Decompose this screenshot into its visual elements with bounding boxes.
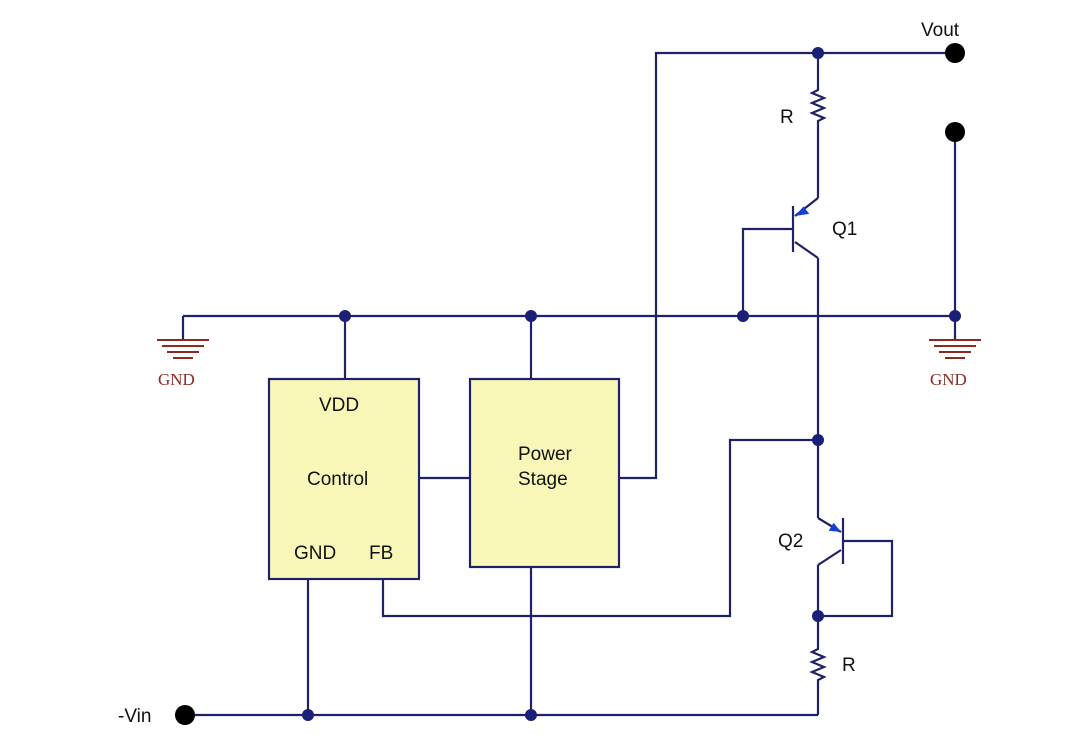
- power-stage-line1-label: Power: [518, 444, 573, 465]
- vin-terminal: [175, 705, 195, 725]
- q1-base-loop-wire: [741, 227, 793, 316]
- ground-right-icon: [929, 339, 981, 359]
- junction-dot: [302, 709, 314, 721]
- q2-label: Q2: [778, 531, 803, 552]
- gnd-left-label: GND: [158, 370, 195, 389]
- transistor-q1-icon: [791, 197, 819, 259]
- power-output-wire: [619, 51, 955, 480]
- control-block: [267, 377, 421, 581]
- transistor-q2-icon: [817, 517, 845, 566]
- q1-label: Q1: [832, 219, 857, 240]
- control-gnd-label: GND: [294, 543, 336, 564]
- junctions: [302, 47, 961, 721]
- resistor-top-icon: [809, 82, 827, 128]
- junction-dot: [525, 709, 537, 721]
- fb-feedback-wire: [381, 438, 818, 618]
- control-name-label: Control: [307, 469, 368, 490]
- vout-terminal: [945, 43, 965, 63]
- junction-dot: [737, 310, 749, 322]
- power-stage-line2-label: Stage: [518, 469, 568, 490]
- junction-dot: [812, 610, 824, 622]
- junction-dot: [812, 47, 824, 59]
- resistor-bottom-icon: [809, 641, 827, 688]
- junction-dot: [812, 434, 824, 446]
- gnd-right-label: GND: [930, 370, 967, 389]
- power-stage-block: [468, 377, 621, 569]
- wires: [181, 51, 957, 717]
- vin-label: -Vin: [118, 706, 151, 727]
- q2-base-loop-wire: [818, 539, 894, 618]
- control-fb-label: FB: [369, 543, 393, 564]
- ground-left-icon: [157, 339, 209, 359]
- vout-label: Vout: [921, 20, 960, 41]
- junction-dot: [949, 310, 961, 322]
- junction-dot: [525, 310, 537, 322]
- resistor-bottom-label: R: [842, 655, 856, 676]
- resistor-top-label: R: [780, 107, 794, 128]
- junction-dot: [339, 310, 351, 322]
- control-vdd-label: VDD: [319, 395, 359, 416]
- right-terminal: [945, 122, 965, 142]
